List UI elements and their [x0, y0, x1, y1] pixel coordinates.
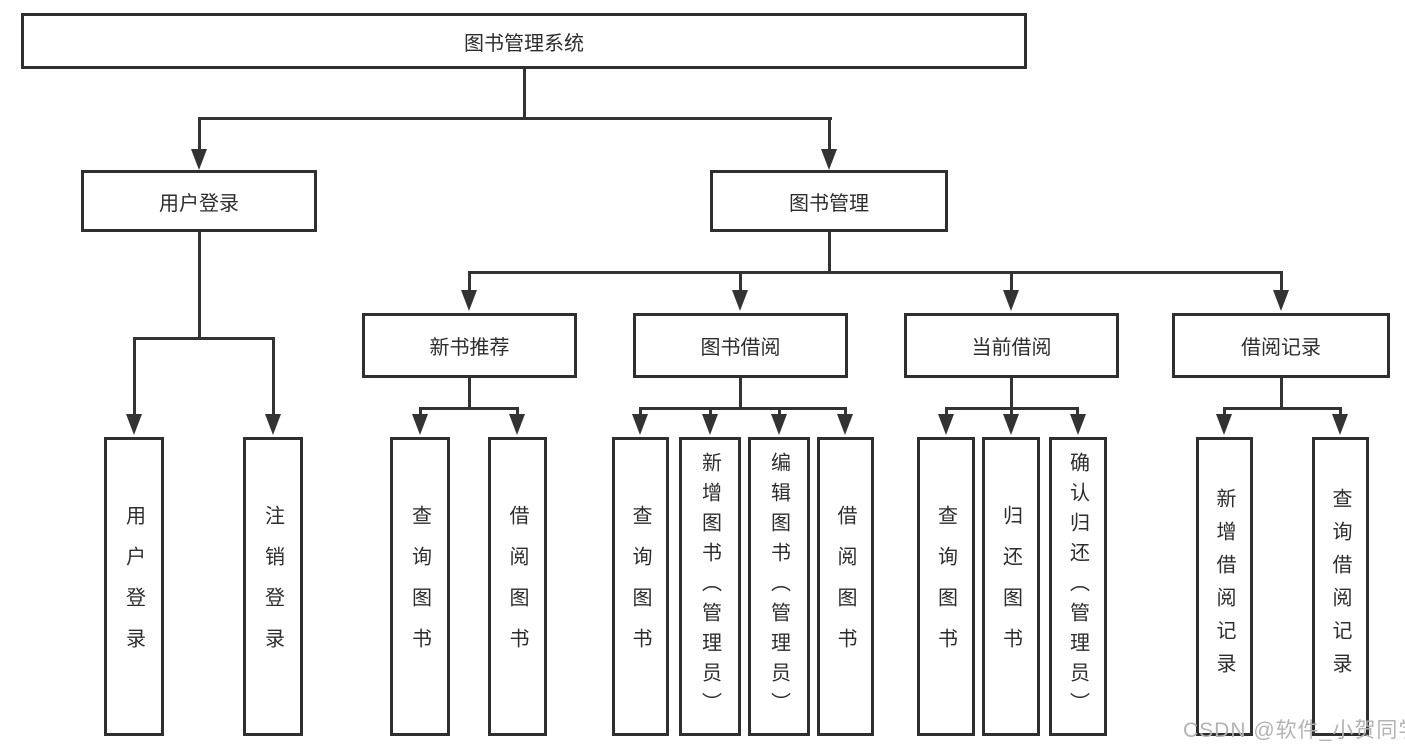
arrow-down-icon — [702, 414, 718, 435]
node-user-login-branch-label: 用户登录 — [159, 192, 239, 215]
node-query-books-borrowing-label: 查询图书 — [629, 504, 651, 669]
node-edit-books-admin-label: 编辑图书（管理员） — [767, 451, 790, 722]
connector-line — [523, 69, 526, 119]
connector-line — [828, 232, 831, 274]
connector-line — [468, 271, 1283, 274]
node-confirm-return-admin: 确认归还（管理员） — [1049, 437, 1107, 736]
connector-line — [272, 337, 275, 415]
node-user-login-branch: 用户登录 — [81, 170, 317, 232]
connector-line — [468, 378, 471, 409]
arrow-down-icon — [837, 414, 853, 435]
arrow-down-icon — [509, 414, 525, 435]
arrow-down-icon — [1216, 414, 1232, 435]
arrow-down-icon — [821, 149, 837, 170]
connector-line — [828, 117, 831, 151]
arrow-down-icon — [1273, 290, 1289, 311]
connector-line — [778, 407, 781, 416]
arrow-down-icon — [412, 414, 428, 435]
connector-line — [419, 407, 519, 410]
connector-line — [639, 407, 847, 410]
arrow-down-icon — [1003, 290, 1019, 311]
node-query-borrow-record-label: 查询借阅记录 — [1329, 487, 1351, 686]
connector-line — [198, 117, 201, 151]
connector-line — [468, 271, 471, 293]
node-new-book-recommendation: 新书推荐 — [362, 313, 577, 378]
connector-line — [133, 337, 136, 415]
connector-line — [1223, 407, 1342, 410]
arrow-down-icon — [771, 414, 787, 435]
arrow-down-icon — [126, 414, 142, 435]
arrow-down-icon — [1332, 414, 1348, 435]
node-add-borrow-record-label: 新增借阅记录 — [1213, 487, 1235, 686]
node-borrow-books-recommend-label: 借阅图书 — [506, 504, 528, 669]
node-return-books: 归还图书 — [982, 437, 1040, 736]
node-query-books-current-label: 查询图书 — [934, 504, 957, 669]
node-logout-label: 注销登录 — [261, 504, 284, 669]
arrow-down-icon — [265, 414, 281, 435]
connector-line — [1010, 378, 1013, 409]
node-current-borrowing-label: 当前借阅 — [971, 337, 1052, 359]
connector-line — [1223, 407, 1226, 416]
node-new-book-recommendation-label: 新书推荐 — [429, 337, 510, 359]
connector-line — [516, 407, 519, 416]
arrow-down-icon — [938, 414, 954, 435]
node-query-books-recommend: 查询图书 — [390, 437, 450, 736]
arrow-down-icon — [732, 290, 748, 311]
node-query-borrow-record: 查询借阅记录 — [1312, 437, 1369, 736]
node-borrow-books-borrowing-label: 借阅图书 — [834, 504, 856, 669]
node-user-login-label: 用户登录 — [122, 504, 145, 669]
node-borrow-books-borrowing: 借阅图书 — [817, 437, 874, 736]
arrow-down-icon — [632, 414, 648, 435]
connector-line — [1010, 271, 1013, 293]
node-book-management-label: 图书管理 — [789, 192, 869, 215]
node-current-borrowing: 当前借阅 — [904, 313, 1119, 378]
connector-line — [198, 117, 832, 120]
node-book-borrowing-label: 图书借阅 — [700, 337, 781, 359]
node-add-borrow-record: 新增借阅记录 — [1196, 437, 1253, 736]
connector-line — [639, 407, 642, 416]
connector-line — [133, 337, 275, 340]
node-query-books-recommend-label: 查询图书 — [408, 504, 431, 669]
arrow-down-icon — [1003, 414, 1019, 435]
connector-line — [1010, 407, 1013, 416]
node-query-books-current: 查询图书 — [917, 437, 975, 736]
connector-line — [419, 407, 422, 416]
connector-line — [1076, 407, 1079, 416]
connector-line — [739, 271, 742, 293]
node-borrowing-records: 借阅记录 — [1172, 313, 1390, 378]
connector-line — [1280, 271, 1283, 293]
node-library-management-system-label: 图书管理系统 — [464, 32, 584, 55]
node-book-borrowing: 图书借阅 — [633, 313, 848, 378]
connector-line — [198, 232, 201, 339]
node-query-books-borrowing: 查询图书 — [612, 437, 669, 736]
connector-line — [709, 407, 712, 416]
node-add-books-admin-label: 新增图书（管理员） — [698, 451, 721, 722]
node-confirm-return-admin-label: 确认归还（管理员） — [1066, 451, 1089, 722]
csdn-watermark: CSDN @软件_小贺同学 — [1183, 719, 1405, 742]
arrow-down-icon — [191, 149, 207, 170]
node-library-management-system: 图书管理系统 — [21, 13, 1027, 69]
arrow-down-icon — [461, 290, 477, 311]
node-add-books-admin: 新增图书（管理员） — [679, 437, 741, 736]
connector-line — [844, 407, 847, 416]
node-user-login: 用户登录 — [104, 437, 164, 736]
arrow-down-icon — [1070, 414, 1086, 435]
connector-line — [1280, 378, 1283, 409]
node-borrowing-records-label: 借阅记录 — [1241, 337, 1321, 359]
node-book-management: 图书管理 — [710, 170, 948, 232]
node-edit-books-admin: 编辑图书（管理员） — [748, 437, 810, 736]
node-borrow-books-recommend: 借阅图书 — [488, 437, 547, 736]
connector-line — [1339, 407, 1342, 416]
connector-line — [945, 407, 948, 416]
node-return-books-label: 归还图书 — [999, 504, 1022, 669]
connector-line — [739, 378, 742, 409]
node-logout: 注销登录 — [243, 437, 303, 736]
